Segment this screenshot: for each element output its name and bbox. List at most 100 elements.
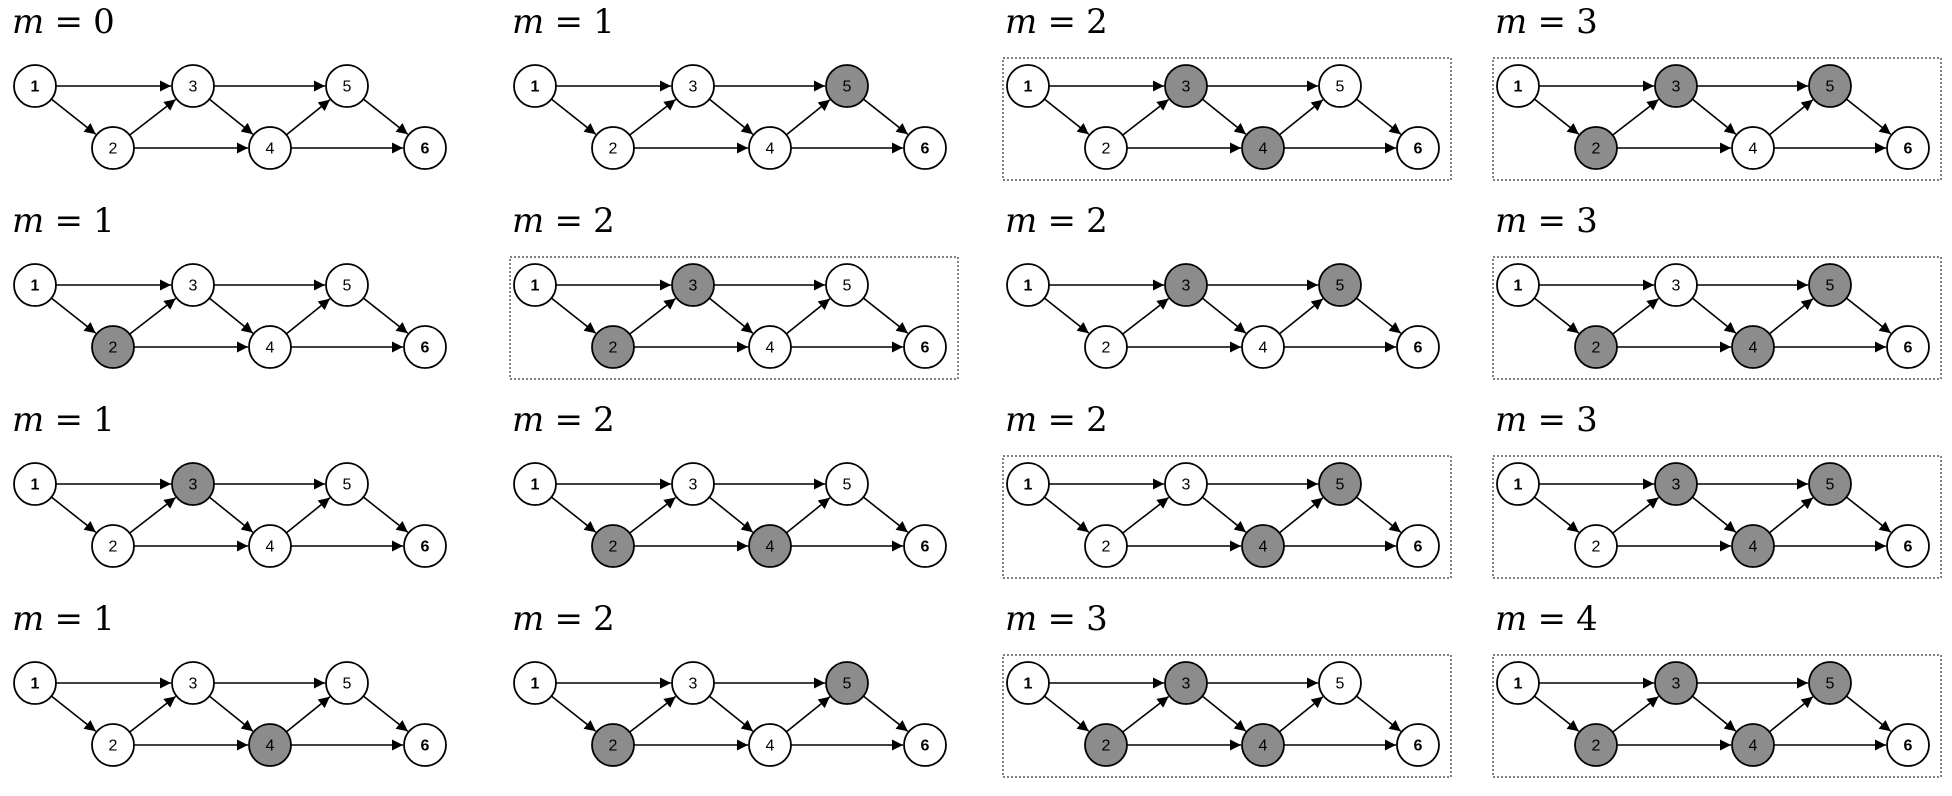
node-4: 4 [1731,524,1775,568]
node-3: 3 [1654,661,1698,705]
node-circle-shaded [1654,661,1698,705]
edge-1-2 [50,98,97,135]
label-equals: = [54,201,83,241]
node-label: 5 [1336,278,1345,295]
node-circle-shaded [1731,524,1775,568]
node-3: 3 [671,462,715,506]
node-6: 6 [403,723,447,767]
node-label: 4 [1259,738,1268,755]
node-circle [91,524,135,568]
node-circle-shaded [1164,661,1208,705]
node-circle [1396,325,1440,369]
node-circle-shaded [1241,524,1285,568]
node-label: 4 [1259,340,1268,357]
node-circle-shaded [248,723,292,767]
node-label: 4 [266,141,275,158]
panel-label: m=2 [512,400,615,440]
node-4: 4 [248,723,292,767]
node-circle [903,524,947,568]
node-1: 1 [13,661,57,705]
node-circle [325,64,369,108]
node-5: 5 [1318,661,1362,705]
node-6: 6 [1396,524,1440,568]
node-circle [513,462,557,506]
node-label: 2 [109,141,118,158]
node-label: 1 [531,676,540,693]
node-label: 3 [689,477,698,494]
node-label: 1 [1024,477,1033,494]
edge-1-2 [550,695,597,732]
node-circle [671,462,715,506]
label-variable: m [1495,201,1528,241]
node-2: 2 [1574,126,1618,170]
node-label: 3 [689,676,698,693]
node-circle [825,263,869,307]
edge-5-6 [1845,496,1892,533]
edge-1-2 [1533,297,1580,334]
edge-1-2 [1043,98,1090,135]
node-circle [1241,325,1285,369]
node-label: 6 [921,141,930,158]
label-variable: m [12,2,45,42]
node-3: 3 [1164,64,1208,108]
node-circle [825,462,869,506]
node-3: 3 [171,64,215,108]
node-circle [171,64,215,108]
node-6: 6 [1886,723,1930,767]
selection-frame [1002,57,1452,181]
node-label: 3 [189,477,198,494]
selection-frame [1492,57,1942,181]
node-label: 1 [1024,79,1033,96]
node-label: 5 [1826,676,1835,693]
node-2: 2 [1574,524,1618,568]
node-circle [671,64,715,108]
node-2: 2 [91,325,135,369]
node-5: 5 [1808,661,1852,705]
node-label: 6 [421,738,430,755]
label-value: 2 [1086,2,1108,42]
label-value: 3 [1576,400,1598,440]
node-label: 2 [1592,738,1601,755]
panel-label: m=2 [1005,201,1108,241]
label-value: 1 [93,599,115,639]
node-circle [513,263,557,307]
node-circle-shaded [671,263,715,307]
node-3: 3 [1654,462,1698,506]
node-circle [325,462,369,506]
edge-3-4 [708,695,754,732]
node-circle-shaded [1731,325,1775,369]
node-label: 3 [189,79,198,96]
node-6: 6 [903,723,947,767]
node-label: 5 [343,477,352,494]
node-circle [748,126,792,170]
node-2: 2 [91,723,135,767]
label-equals: = [1537,201,1566,241]
node-4: 4 [248,524,292,568]
label-value: 3 [1576,201,1598,241]
node-label: 6 [1904,141,1913,158]
node-circle [513,64,557,108]
node-circle [13,462,57,506]
node-circle [248,524,292,568]
node-label: 2 [1592,539,1601,556]
node-4: 4 [248,126,292,170]
label-equals: = [1047,599,1076,639]
node-3: 3 [171,462,215,506]
node-2: 2 [1574,723,1618,767]
node-circle-shaded [171,462,215,506]
node-label: 6 [1414,738,1423,755]
edge-5-6 [1355,695,1402,732]
